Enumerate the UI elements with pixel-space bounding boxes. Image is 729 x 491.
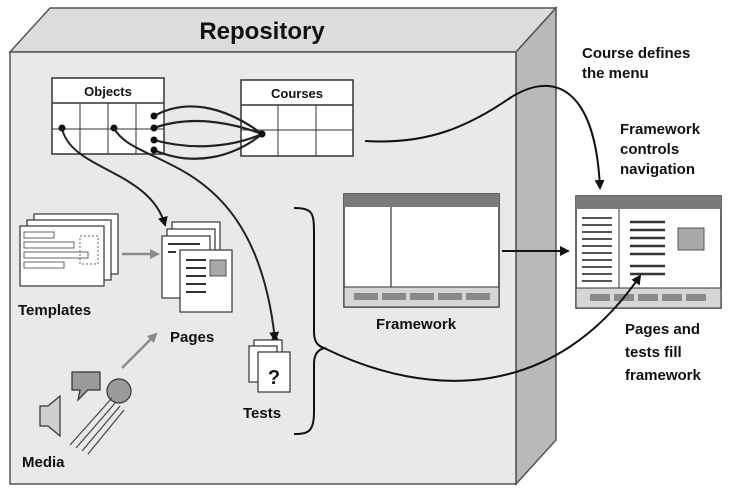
media-to-pages-arrow [121,332,158,369]
objects-courses-links [153,105,263,160]
pages-label: Pages [170,329,214,346]
framework-label: Framework [376,316,457,333]
courses-table: Courses [240,79,354,157]
repository-title: Repository [199,18,325,45]
annotation-framework-controls: Framework controls navigation [620,121,704,178]
courses-table-label: Courses [271,86,323,101]
tests-label: Tests [243,405,281,422]
tests-icon: ? [248,339,291,393]
templates-icon [19,213,119,287]
templates-label: Templates [18,302,91,319]
output-mockup [575,195,722,309]
objects-table-label: Objects [84,84,132,99]
pages-icon [161,221,233,313]
framework-mockup [343,193,500,308]
objects-table: Objects [51,77,165,155]
content-to-output-arrow [323,274,642,382]
tests-question-mark: ? [268,367,280,389]
annotation-pages-tests-fill: Pages and tests fill framework [625,321,704,384]
media-icon [39,371,132,455]
annotation-course-defines: Course defines the menu [582,45,695,82]
link-dots [58,112,266,154]
courses-to-output-arrow [364,85,605,190]
objects-to-pages-arrow [61,127,168,227]
repository-box-side [515,6,557,486]
objects-to-tests-arrow [113,127,280,342]
media-label: Media [22,454,65,471]
